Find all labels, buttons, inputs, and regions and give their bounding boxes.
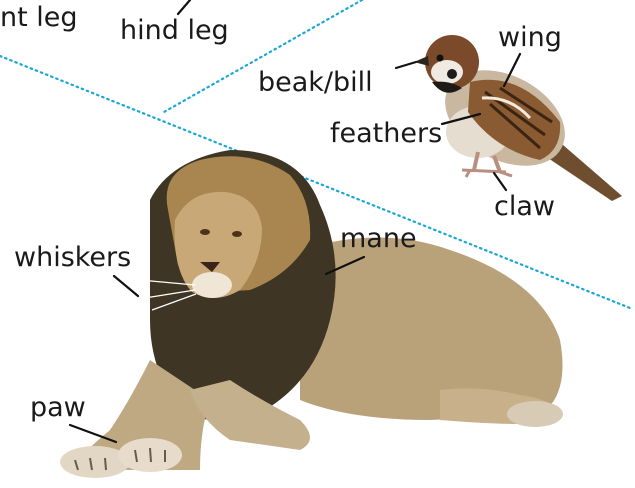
leader-claw — [494, 173, 506, 190]
label-mane: mane — [340, 225, 417, 252]
label-claw: claw — [494, 193, 555, 220]
label-beak-bill: beak/bill — [258, 69, 373, 96]
lion-image — [60, 150, 563, 478]
label-hind-leg: hind leg — [120, 17, 229, 44]
leader-hind-leg — [178, 0, 190, 14]
label-wing: wing — [498, 24, 562, 51]
label-paw: paw — [30, 394, 86, 421]
label-front-leg: nt leg — [0, 4, 78, 31]
leader-whiskers — [114, 276, 138, 296]
label-whiskers: whiskers — [14, 244, 131, 271]
leader-beak — [396, 62, 416, 68]
label-feathers: feathers — [330, 120, 442, 147]
